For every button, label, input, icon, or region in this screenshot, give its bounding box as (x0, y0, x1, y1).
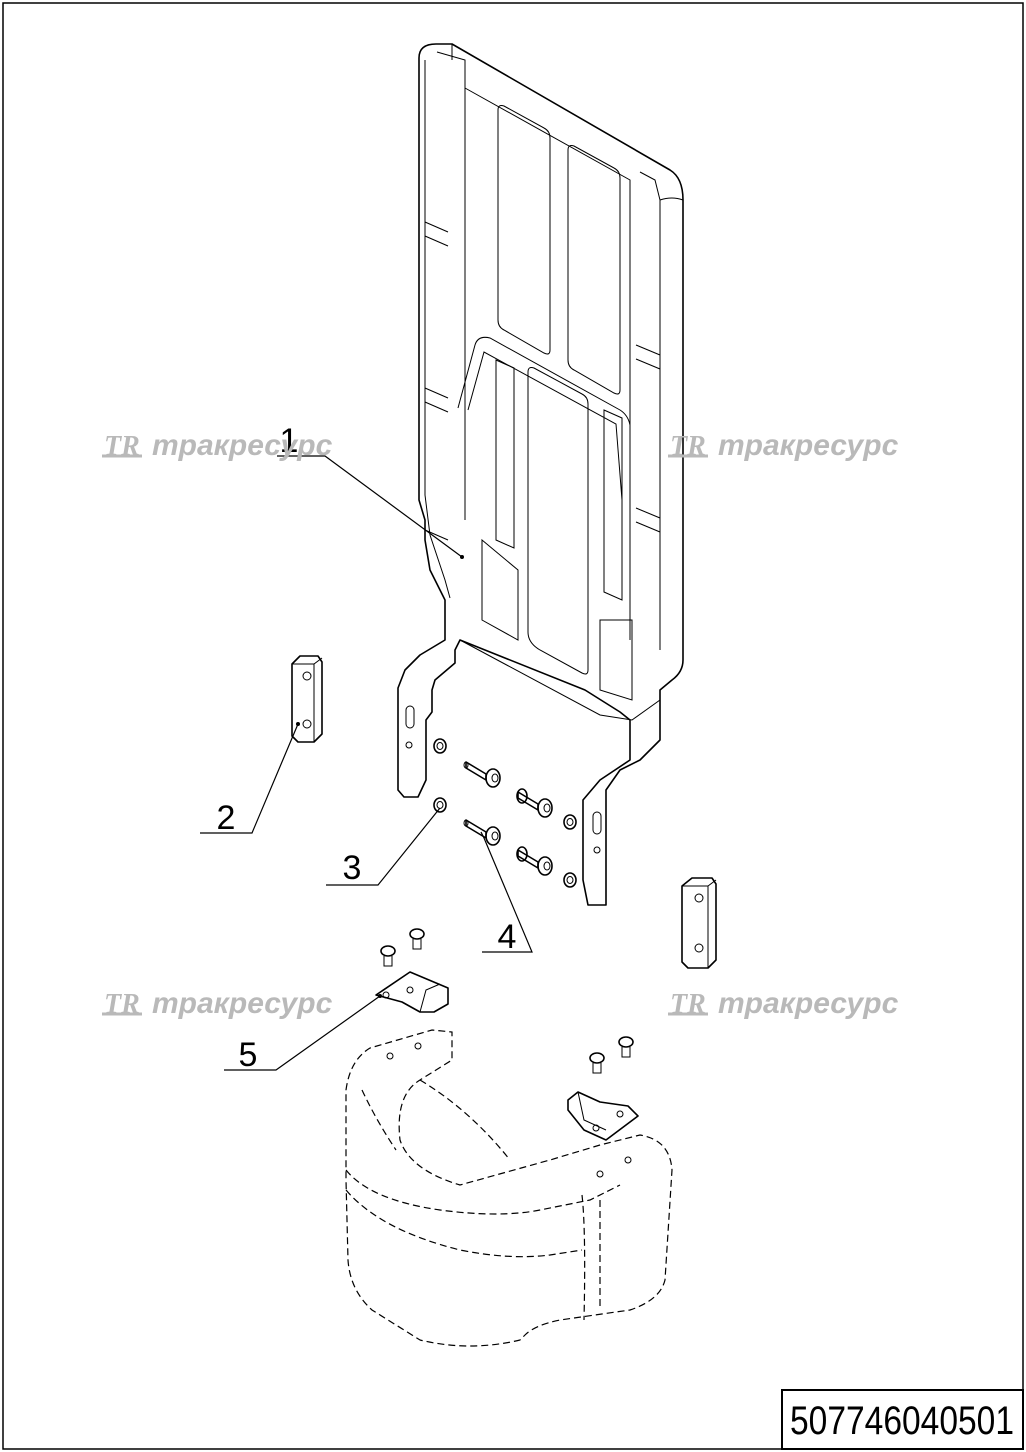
watermark-text: тракресурс (718, 987, 899, 1020)
bolt-left-1 (380, 945, 396, 967)
leader-lines (200, 455, 533, 1071)
callout-labels: 1 2 3 4 5 (217, 422, 517, 1074)
callout-3: 3 (343, 849, 362, 887)
bolt-right-1 (589, 1052, 605, 1074)
part-number: 507746040501 (790, 1399, 1014, 1443)
bolt-right-2 (618, 1036, 634, 1058)
watermark-top-right: TR тракресурс (668, 429, 899, 462)
watermark-bottom-left: TR тракресурс (102, 987, 333, 1020)
callout-5: 5 (239, 1036, 258, 1074)
screw-a (463, 761, 501, 788)
part-5-bracket-left (375, 928, 449, 1013)
screw-d (516, 846, 553, 876)
callout-2: 2 (217, 799, 236, 837)
leader-1 (277, 455, 463, 558)
screw-b (516, 788, 553, 818)
callout-1: 1 (280, 422, 299, 460)
callout-4: 4 (498, 918, 517, 956)
part-4-screws (463, 761, 553, 876)
watermark-top-left: TR тракресурс (102, 429, 333, 462)
part-2-spacer-right (681, 877, 717, 969)
watermark-text: тракресурс (718, 429, 899, 462)
part-number-box: 507746040501 (781, 1389, 1024, 1450)
watermark-bottom-right: TR тракресурс (668, 987, 899, 1020)
seat-cushion-phantom (345, 1029, 673, 1347)
leader-2 (200, 723, 299, 834)
screw-c (463, 819, 501, 846)
bolt-left-2 (409, 928, 425, 950)
leader-4 (480, 831, 533, 953)
watermark-text: тракресурс (152, 429, 333, 462)
watermark-text: тракресурс (152, 987, 333, 1020)
part-2-spacer-left (291, 655, 323, 743)
part-1-backrest-frame (397, 43, 684, 906)
part-3-washers (433, 738, 577, 888)
leader-5 (224, 995, 381, 1071)
part-5-bracket-right (567, 1036, 639, 1141)
leader-3 (326, 807, 441, 886)
